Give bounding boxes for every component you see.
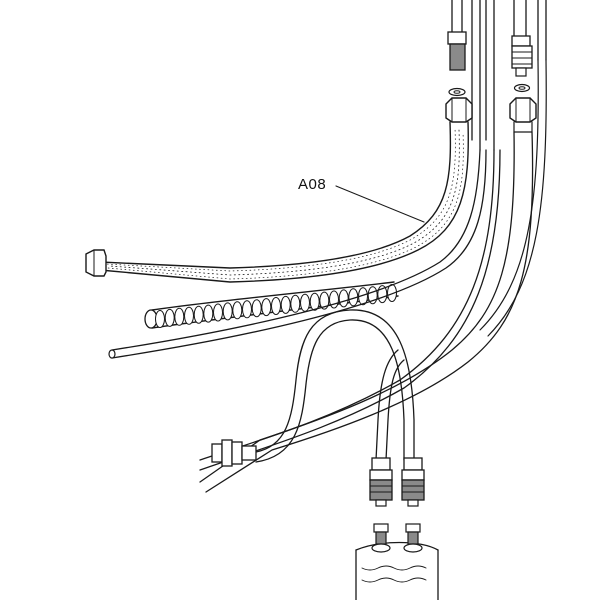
tube-rib bbox=[164, 308, 175, 327]
connector-left bbox=[369, 457, 393, 507]
left-valve-fitting bbox=[447, 31, 467, 97]
tube-rib bbox=[155, 310, 165, 328]
tube-rib bbox=[232, 301, 243, 320]
tube-rib bbox=[290, 294, 301, 313]
tube-rib bbox=[251, 299, 262, 318]
tube-rib bbox=[213, 303, 223, 322]
tube-rib bbox=[242, 300, 252, 319]
tube-rib bbox=[261, 298, 272, 317]
tube-rib bbox=[338, 289, 349, 308]
callout-a08 bbox=[335, 185, 425, 223]
tube-rib bbox=[184, 306, 194, 325]
ribbed-tube bbox=[144, 281, 399, 329]
tube-rib bbox=[300, 293, 310, 312]
tube-rib bbox=[319, 291, 330, 310]
flex-hose-a08 bbox=[85, 121, 469, 283]
tube-rib bbox=[222, 302, 233, 321]
connector-right bbox=[401, 457, 425, 507]
tube-rib bbox=[309, 292, 320, 311]
sweeping-tubes bbox=[108, 59, 547, 493]
loop-hose bbox=[255, 309, 415, 463]
left-hex-nut bbox=[445, 97, 473, 123]
tube-rib bbox=[271, 297, 281, 315]
base-unit bbox=[355, 523, 439, 600]
quick-connect-left bbox=[211, 439, 257, 467]
right-hex-nut bbox=[509, 97, 537, 133]
tube-rib bbox=[174, 307, 185, 326]
callout-label-a08: A08 bbox=[298, 176, 327, 193]
tube-rib bbox=[203, 304, 214, 323]
top-stems bbox=[447, 0, 547, 151]
right-valve-fitting bbox=[511, 35, 533, 93]
tube-rib bbox=[193, 305, 204, 324]
tube-rib bbox=[280, 295, 291, 314]
